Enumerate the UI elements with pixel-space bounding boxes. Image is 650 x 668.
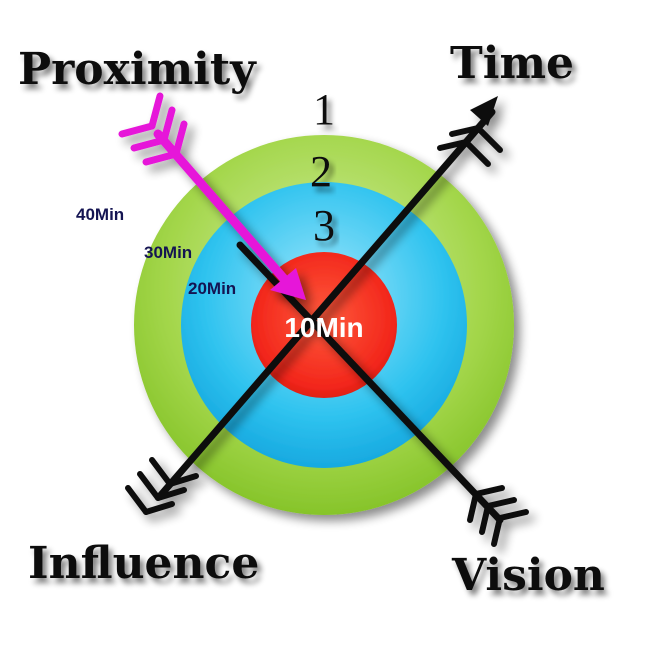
bullseye-label: 10Min [284, 312, 363, 343]
fletching-icon [125, 457, 199, 515]
label-influence: Influence [28, 538, 259, 589]
time-label-40: 40Min [76, 205, 124, 224]
fletching-icon [467, 485, 529, 547]
ring-number-1: 1 [313, 85, 335, 134]
black-arrow-diagonal-up [125, 96, 503, 515]
arrowhead-icon [270, 268, 306, 300]
label-time: Time [450, 38, 574, 89]
arrowhead-icon [470, 96, 498, 126]
pink-arrow [118, 92, 306, 300]
label-proximity: Proximity [18, 44, 257, 95]
fletching-icon [118, 92, 188, 166]
label-vision: Vision [451, 550, 605, 601]
ring-number-2: 2 [310, 147, 332, 196]
time-label-20: 20Min [188, 279, 236, 298]
ring-number-3: 3 [313, 201, 335, 250]
time-label-30: 30Min [144, 243, 192, 262]
